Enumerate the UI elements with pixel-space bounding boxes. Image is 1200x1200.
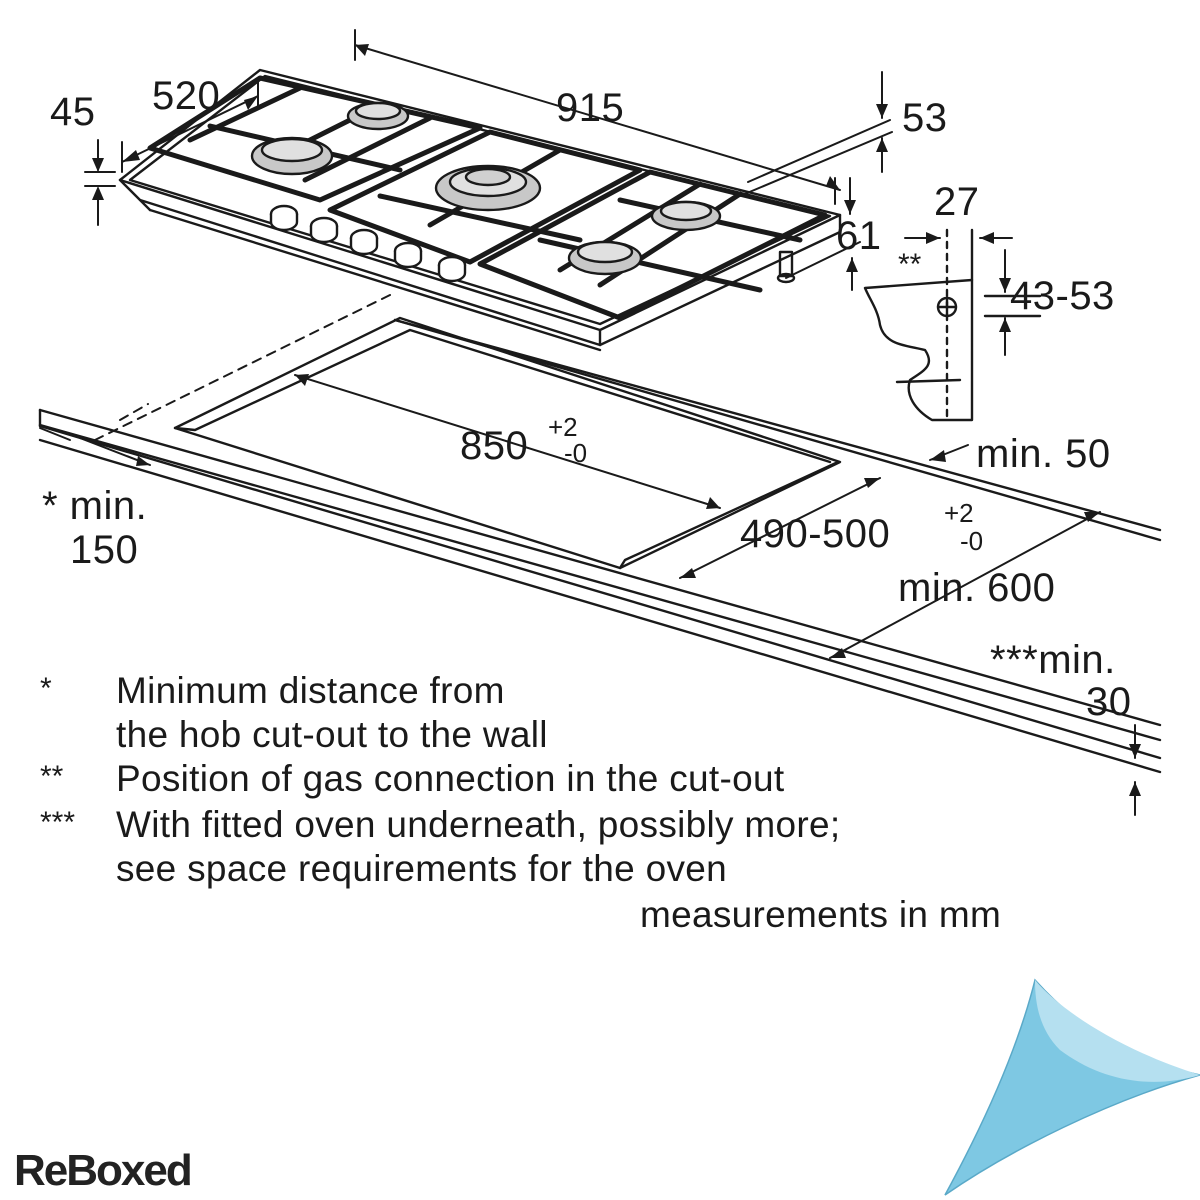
dimension-45: 45: [50, 90, 96, 134]
units-note: measurements in mm: [640, 894, 1002, 935]
dimension-27: 27: [934, 180, 980, 224]
dimension-850: 850: [460, 424, 529, 468]
gas-connector: [776, 250, 796, 284]
dimension-490-500-tolerance-minus: -0: [960, 526, 984, 556]
worktop: [38, 318, 1162, 774]
dimension-490-500: 490-500: [740, 512, 891, 556]
dimension-850-tolerance-minus: -0: [564, 438, 588, 468]
gas-position-marker: **: [898, 248, 922, 281]
dimension-61: 61: [836, 214, 882, 258]
dimension-min-600: min. 600: [898, 566, 1056, 610]
note-2-line-1: Position of gas connection in the cut-ou…: [116, 758, 785, 799]
note-1-marker: *: [40, 672, 52, 705]
dimension-850-tolerance-plus: +2: [548, 412, 578, 442]
dimension-150: 150: [70, 528, 139, 572]
note-2-marker: **: [40, 760, 64, 793]
dimension-oven-min-label: ***min.: [990, 638, 1116, 682]
reboxed-logo: ReBoxed: [14, 1146, 193, 1195]
wall-profile: [863, 228, 1042, 422]
note-3-line-1: With fitted oven underneath, possibly mo…: [116, 804, 841, 845]
note-3-marker: ***: [40, 806, 76, 839]
dimension-min-50: min. 50: [976, 432, 1111, 476]
control-knobs: [269, 204, 467, 283]
dimension-53: 53: [902, 96, 948, 140]
note-3-line-2: see space requirements for the oven: [116, 848, 728, 889]
note-1-line-1: Minimum distance from: [116, 670, 505, 711]
burners: [250, 101, 722, 276]
dimension-wall-min-label: * min.: [42, 484, 148, 528]
note-1-line-2: the hob cut-out to the wall: [116, 714, 548, 755]
arrowheads: [92, 44, 1141, 796]
corner-peel-graphic: [944, 978, 1200, 1196]
dimension-490-500-tolerance-plus: +2: [944, 498, 974, 528]
dimension-43-53: 43-53: [1010, 274, 1115, 318]
dimension-520: 520: [152, 74, 221, 118]
alignment-lines: [94, 294, 391, 441]
dimension-30: 30: [1086, 680, 1132, 724]
dimension-915: 915: [556, 86, 625, 130]
